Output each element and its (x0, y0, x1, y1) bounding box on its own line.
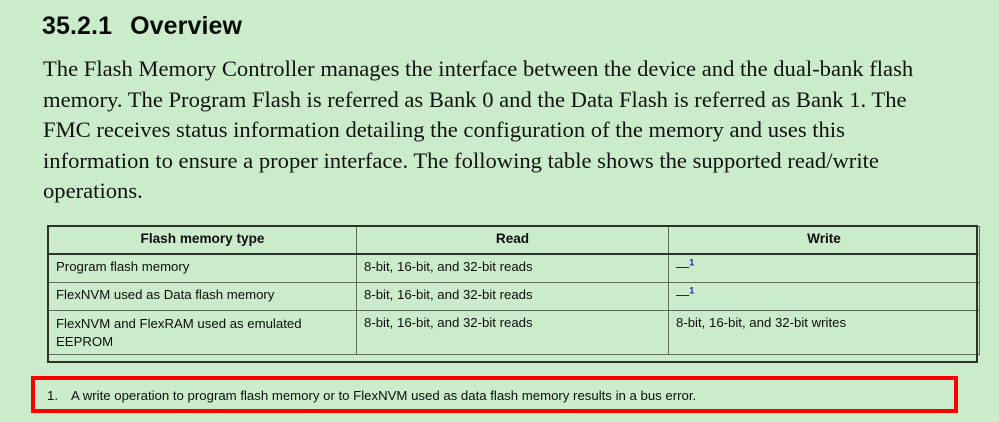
cell-read: 8-bit, 16-bit, and 32-bit reads (356, 282, 669, 311)
column-header-flash-memory-type: Flash memory type (48, 226, 357, 255)
cell-read: 8-bit, 16-bit, and 32-bit reads (356, 310, 669, 355)
read-write-operations-table: Flash memory type Read Write Program fla… (48, 226, 980, 355)
footnote-text: A write operation to program flash memor… (71, 388, 697, 403)
page-title: 35.2.1 Overview (42, 12, 242, 41)
footnote-reference-icon[interactable]: 1 (689, 285, 695, 296)
footnote-reference-icon[interactable]: 1 (689, 257, 695, 268)
footnote-text-row: 1. A write operation to program flash mem… (47, 388, 696, 403)
cell-flash-memory-type: Program flash memory (48, 254, 357, 283)
footnote-number: 1. (47, 388, 58, 403)
column-header-write: Write (668, 226, 980, 255)
footnote-annotation-box: 1. A write operation to program flash mem… (31, 376, 958, 413)
section-number: 35.2.1 (42, 12, 113, 40)
cell-write: 8-bit, 16-bit, and 32-bit writes (668, 310, 980, 355)
cell-read: 8-bit, 16-bit, and 32-bit reads (356, 254, 669, 283)
table-row: Program flash memory 8-bit, 16-bit, and … (48, 254, 980, 283)
section-title: Overview (130, 12, 243, 40)
em-dash-value: — (676, 259, 690, 274)
cell-flash-memory-type: FlexNVM used as Data flash memory (48, 282, 357, 311)
em-dash-value: — (676, 287, 690, 302)
cell-write: —1 (668, 254, 980, 283)
cell-flash-memory-type: FlexNVM and FlexRAM used as emulated EEP… (48, 310, 357, 355)
table-header-row: Flash memory type Read Write (48, 226, 980, 255)
table-row: FlexNVM used as Data flash memory 8-bit,… (48, 282, 980, 311)
cell-write: —1 (668, 282, 980, 311)
overview-paragraph: The Flash Memory Controller manages the … (43, 56, 914, 203)
column-header-read: Read (356, 226, 669, 255)
table-row: FlexNVM and FlexRAM used as emulated EEP… (48, 310, 980, 355)
